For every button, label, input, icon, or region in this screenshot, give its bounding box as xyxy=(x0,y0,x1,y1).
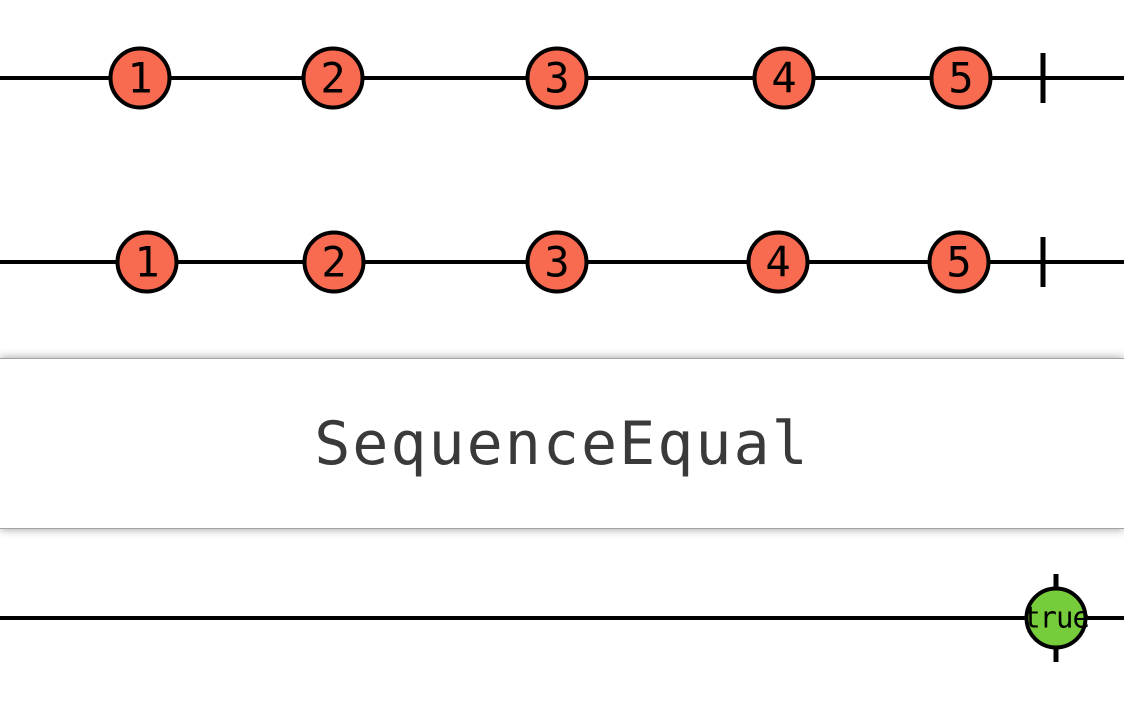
marble-5[interactable]: 5 xyxy=(929,46,993,110)
operator-box: SequenceEqual xyxy=(0,358,1124,529)
timeline-line xyxy=(0,616,1124,620)
marble-5[interactable]: 5 xyxy=(927,230,991,294)
marble-2[interactable]: 2 xyxy=(301,46,365,110)
marble-value: 5 xyxy=(948,53,974,102)
complete-tick[interactable] xyxy=(1040,237,1046,287)
marble-value: 1 xyxy=(127,53,153,102)
operator-label: SequenceEqual xyxy=(314,408,810,479)
marble-value: 4 xyxy=(765,237,791,286)
marble-3[interactable]: 3 xyxy=(525,46,589,110)
marble-value: 3 xyxy=(544,53,570,102)
complete-tick[interactable] xyxy=(1040,53,1046,103)
marble-4[interactable]: 4 xyxy=(752,46,816,110)
marble-2[interactable]: 2 xyxy=(302,230,366,294)
marble-1[interactable]: 1 xyxy=(108,46,172,110)
marble-value: 5 xyxy=(946,237,972,286)
marble-3[interactable]: 3 xyxy=(525,230,589,294)
marble-value: 2 xyxy=(320,53,346,102)
marble-value: true xyxy=(1023,600,1090,635)
marble-value: 3 xyxy=(544,237,570,286)
marble-1[interactable]: 1 xyxy=(115,230,179,294)
marble-value: 1 xyxy=(134,237,160,286)
result-marble: true xyxy=(1023,586,1090,650)
marble-value: 4 xyxy=(771,53,797,102)
marble-4[interactable]: 4 xyxy=(746,230,810,294)
marble-value: 2 xyxy=(321,237,347,286)
